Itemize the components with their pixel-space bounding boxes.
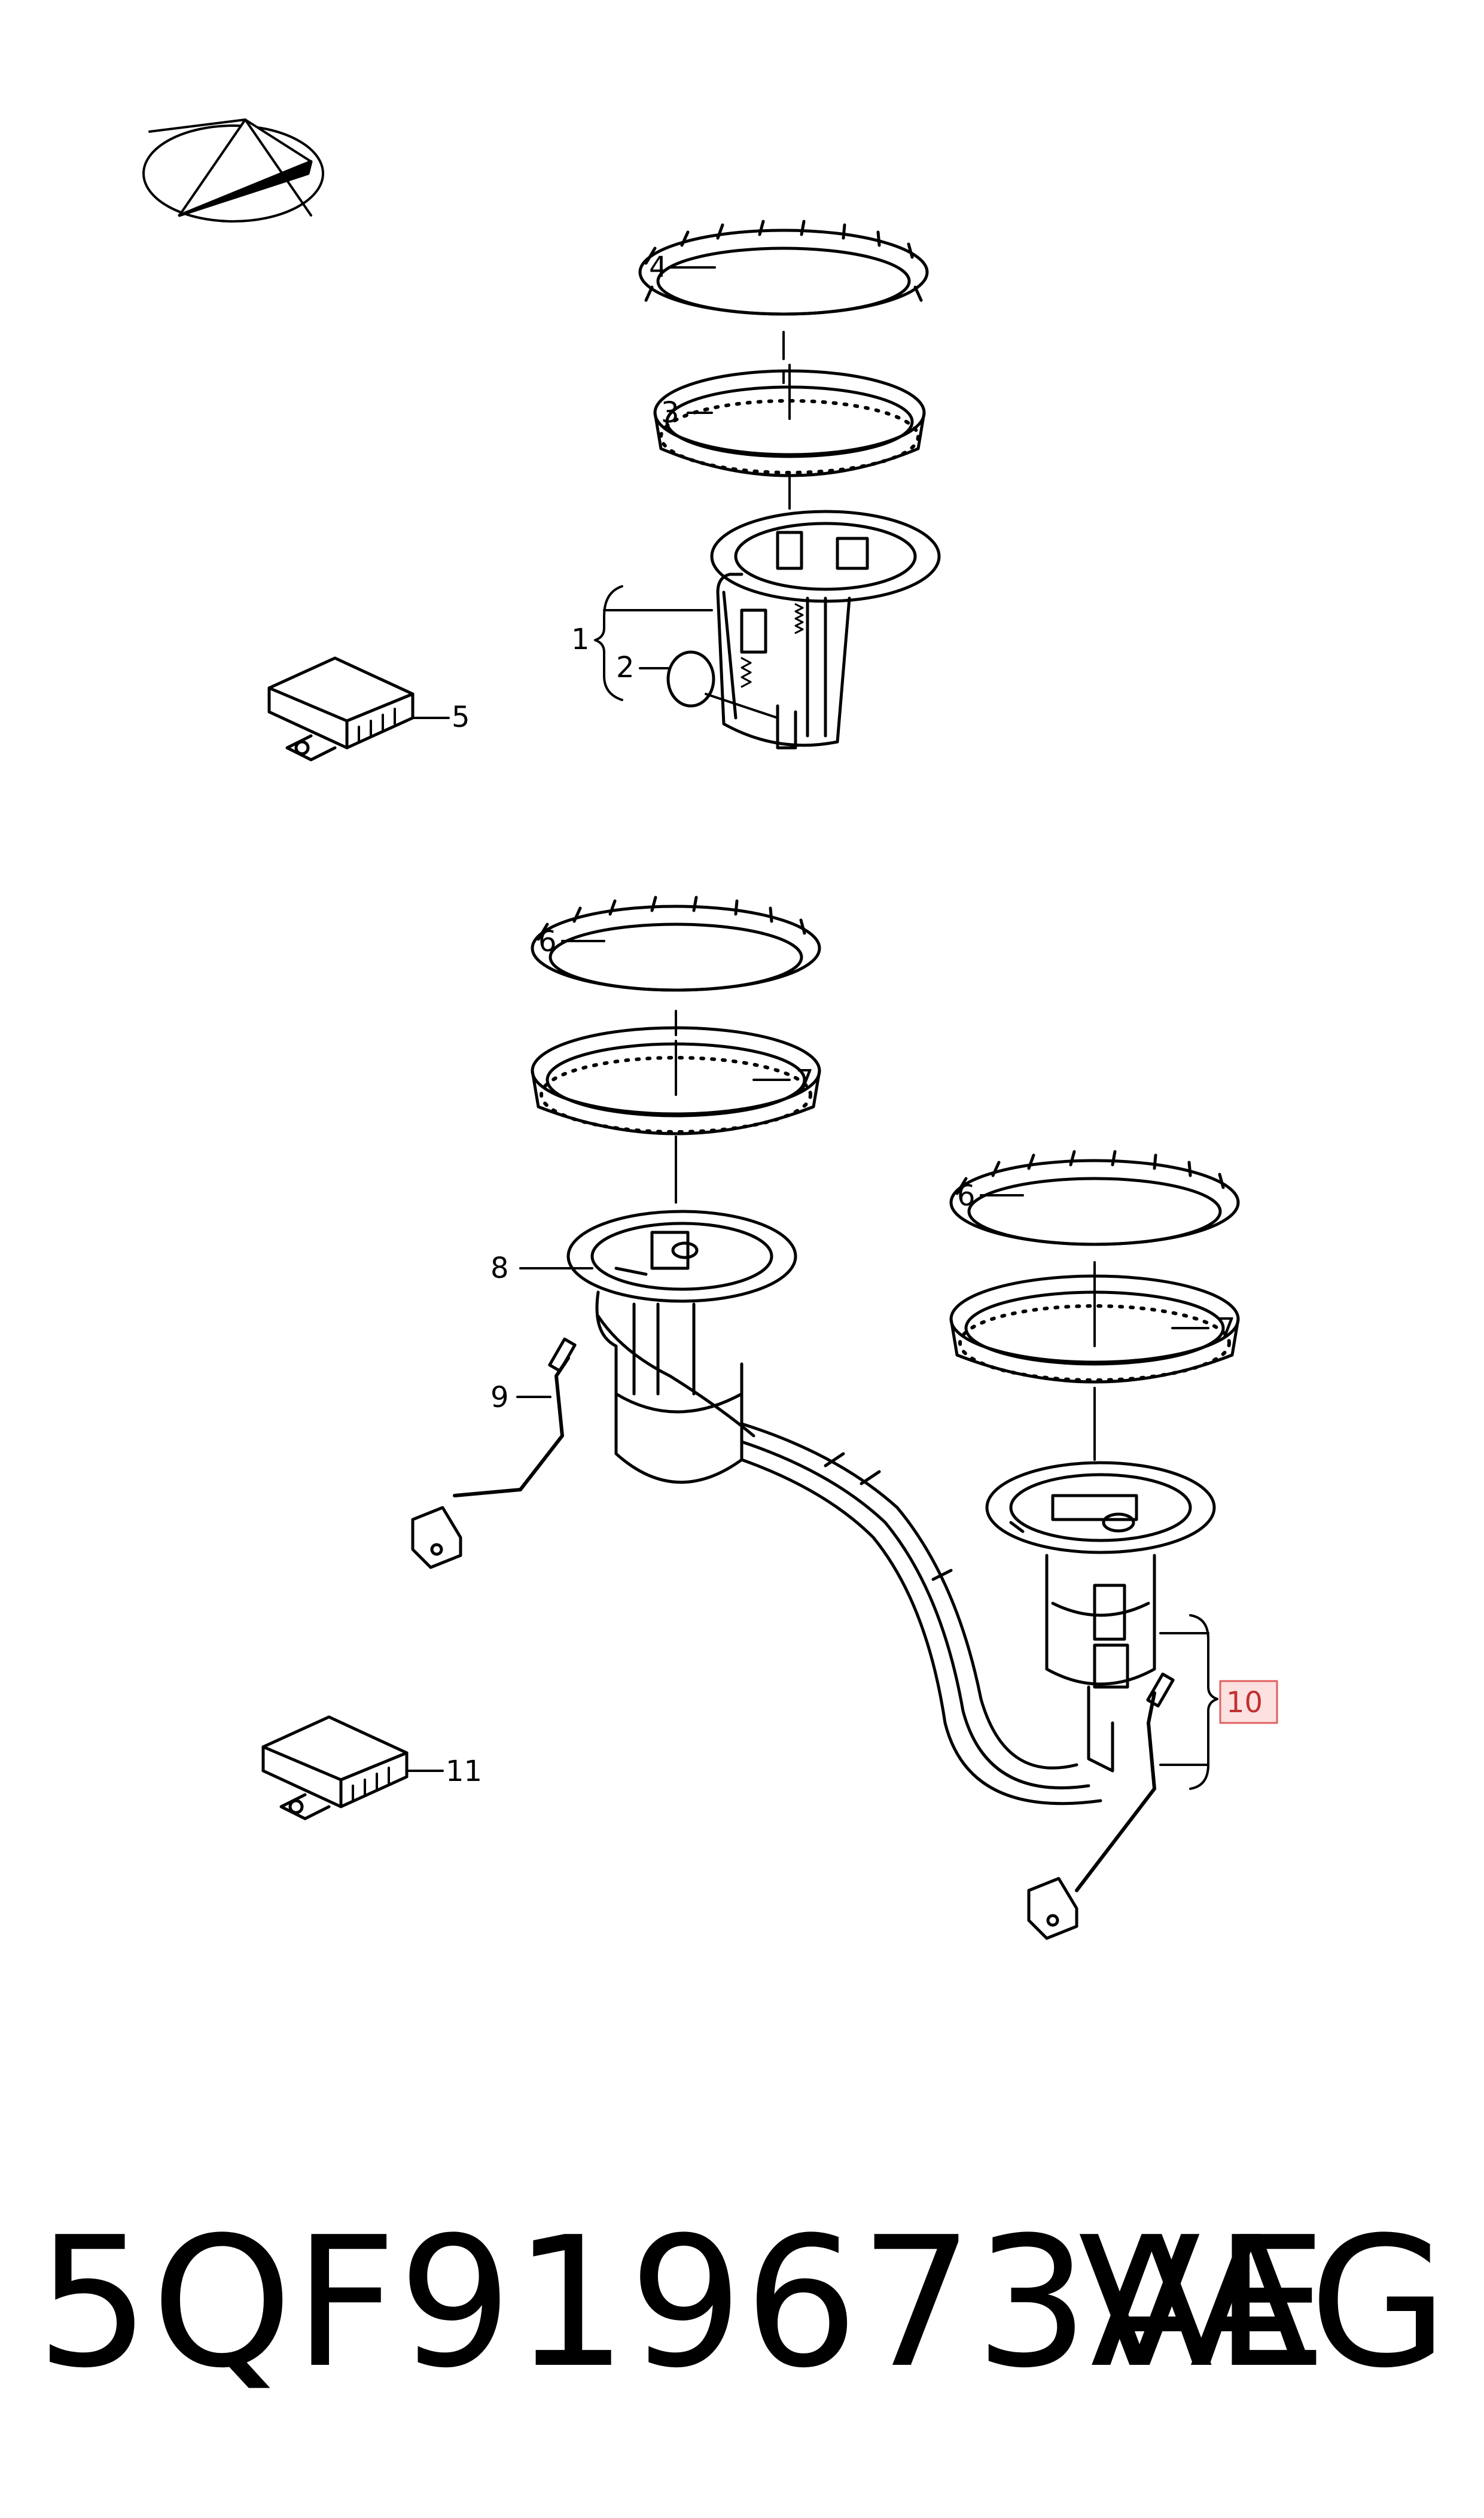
exploded-parts-diagram: 4 3 1 2 [142, 118, 1278, 1940]
part-number-text: 5QF919673AE [36, 2199, 1329, 2407]
callout-6b: 6 [957, 1179, 976, 1213]
callout-10: 10 [1226, 1686, 1263, 1719]
callout-6a: 6 [538, 925, 557, 958]
brand-text: VAG [1078, 2199, 1448, 2407]
callout-5: 5 [452, 701, 470, 734]
locking-ring-6b [949, 1150, 1240, 1246]
callout-1: 1 [571, 623, 590, 656]
callout-7a: 7 [796, 1064, 814, 1097]
bracket-10 [1159, 1614, 1218, 1790]
highlight-box-10 [1219, 1680, 1278, 1724]
float-2 [666, 650, 779, 719]
level-sender-9 [411, 1337, 577, 1569]
orientation-compass-icon [142, 118, 324, 223]
seal-ring-7a [531, 1026, 821, 1135]
bracket-1-2 [594, 585, 713, 701]
callout-4: 4 [649, 251, 668, 284]
control-unit-11 [261, 1715, 409, 1820]
fuel-lines [740, 1422, 1102, 1805]
callout-3: 3 [661, 396, 679, 430]
locking-ring-4 [638, 220, 929, 316]
fuel-pump-module-8 [566, 1210, 797, 1484]
level-sender-10 [1027, 1672, 1175, 1940]
seal-ring-7b [949, 1274, 1240, 1384]
callout-11: 11 [446, 1755, 482, 1788]
fuel-pump-module-1 [710, 510, 941, 750]
locking-ring-6a [531, 896, 821, 992]
control-unit-5 [267, 656, 415, 762]
callout-8: 8 [490, 1252, 509, 1285]
fuel-pump-module-10 [985, 1461, 1216, 1773]
callout-7b: 7 [1217, 1312, 1236, 1345]
callout-9: 9 [490, 1381, 509, 1414]
callout-2: 2 [616, 651, 635, 684]
